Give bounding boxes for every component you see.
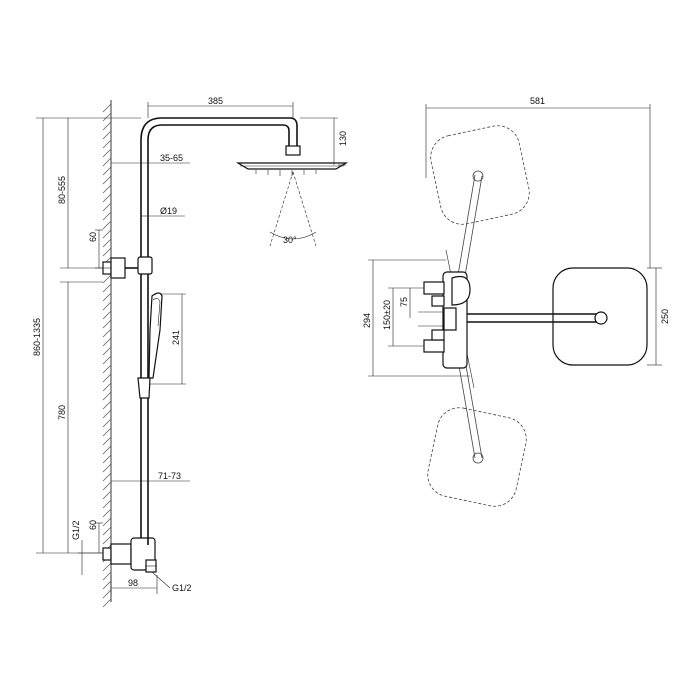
hatch-stroke xyxy=(102,283,112,293)
hatch-stroke xyxy=(102,202,112,212)
hatch-stroke xyxy=(102,526,112,536)
hatch-stroke xyxy=(102,418,112,428)
hatch-stroke xyxy=(102,328,112,338)
top-valve-body xyxy=(418,271,471,369)
overhead-shower-head xyxy=(235,145,349,176)
wall-hatching xyxy=(102,103,112,608)
hatch-stroke xyxy=(102,193,112,203)
hatch-stroke xyxy=(102,229,112,239)
dim-total-height-label: 860-1335 xyxy=(32,318,42,356)
dim-lower-gap-label: 71-73 xyxy=(158,471,181,481)
hatch-stroke xyxy=(102,382,112,392)
hatch-stroke xyxy=(102,490,112,500)
hatch-stroke xyxy=(102,103,112,113)
hatch-stroke xyxy=(102,373,112,383)
hatch-stroke xyxy=(102,472,112,482)
hatch-stroke xyxy=(102,166,112,176)
hatch-stroke xyxy=(102,535,112,545)
dim-valve-depth-label: 98 xyxy=(128,578,138,588)
hatch-stroke xyxy=(102,481,112,491)
upper-wall-bracket xyxy=(102,256,153,279)
top-shower-head xyxy=(552,267,648,366)
hatch-stroke xyxy=(102,598,112,608)
dim-outlet-offset-label: 75 xyxy=(399,297,409,307)
hatch-stroke xyxy=(102,364,112,374)
dim-wall-gap-label: 35-65 xyxy=(160,153,183,163)
riser-pipe xyxy=(140,117,298,545)
hatch-stroke xyxy=(102,175,112,185)
spray-cone: 30° xyxy=(269,171,317,247)
hatch-stroke xyxy=(102,238,112,248)
dim-reach-label: 385 xyxy=(208,96,223,106)
hatch-stroke xyxy=(102,112,112,122)
dim-thread-left-label: G1/2 xyxy=(71,520,81,540)
mixer-valve xyxy=(102,537,157,573)
dim-swing-width-label: 581 xyxy=(530,96,545,106)
dim-pipe-diameter-label: Ø19 xyxy=(160,206,177,216)
ghost-head-lower xyxy=(427,359,527,507)
hatch-stroke xyxy=(102,427,112,437)
hatch-stroke xyxy=(102,508,112,518)
dim-head-drop-label: 130 xyxy=(338,131,348,146)
hatch-stroke xyxy=(102,580,112,590)
hatch-stroke xyxy=(102,589,112,599)
hatch-stroke xyxy=(102,310,112,320)
hatch-stroke xyxy=(102,391,112,401)
hatch-stroke xyxy=(102,130,112,140)
dim-upper-range-label: 80-555 xyxy=(57,176,67,204)
hatch-stroke xyxy=(102,292,112,302)
top-dimension-lines xyxy=(368,104,662,377)
dim-thread-bottom-label: G1/2 xyxy=(172,583,192,593)
hatch-stroke xyxy=(102,346,112,356)
hatch-stroke xyxy=(102,274,112,284)
dim-head-size-label: 250 xyxy=(660,309,670,324)
hatch-stroke xyxy=(102,436,112,446)
hatch-stroke xyxy=(102,220,112,230)
dim-lower-height-label: 780 xyxy=(57,405,67,420)
side-dimension-lines xyxy=(36,102,346,594)
dim-upper-bracket-label: 60 xyxy=(88,232,98,242)
top-view: 581 250 294 150±20 75 xyxy=(362,96,670,507)
ghost-head-upper xyxy=(430,125,530,277)
hatch-stroke xyxy=(102,337,112,347)
hatch-stroke xyxy=(102,454,112,464)
hatch-stroke xyxy=(102,517,112,527)
hatch-stroke xyxy=(102,148,112,158)
hatch-stroke xyxy=(102,400,112,410)
hatch-stroke xyxy=(102,184,112,194)
hatch-stroke xyxy=(102,571,112,581)
hatch-stroke xyxy=(102,319,112,329)
hatch-stroke xyxy=(102,562,112,572)
side-view: 30° xyxy=(32,96,349,608)
hatch-stroke xyxy=(102,463,112,473)
top-shower-arm xyxy=(455,311,608,325)
dim-lower-bracket-label: 60 xyxy=(88,520,98,530)
hatch-stroke xyxy=(102,301,112,311)
hatch-stroke xyxy=(102,247,112,257)
hatch-stroke xyxy=(102,355,112,365)
spray-angle-label: 30° xyxy=(283,235,297,245)
dim-hand-shower-label: 241 xyxy=(171,330,181,345)
hatch-stroke xyxy=(102,409,112,419)
dim-eccentric-label: 150±20 xyxy=(382,300,392,330)
hatch-stroke xyxy=(102,139,112,149)
hatch-stroke xyxy=(102,211,112,221)
hatch-stroke xyxy=(102,499,112,509)
wall xyxy=(102,100,112,608)
hatch-stroke xyxy=(102,157,112,167)
hatch-stroke xyxy=(102,121,112,131)
hatch-stroke xyxy=(102,445,112,455)
dim-valve-height-label: 294 xyxy=(362,313,372,328)
